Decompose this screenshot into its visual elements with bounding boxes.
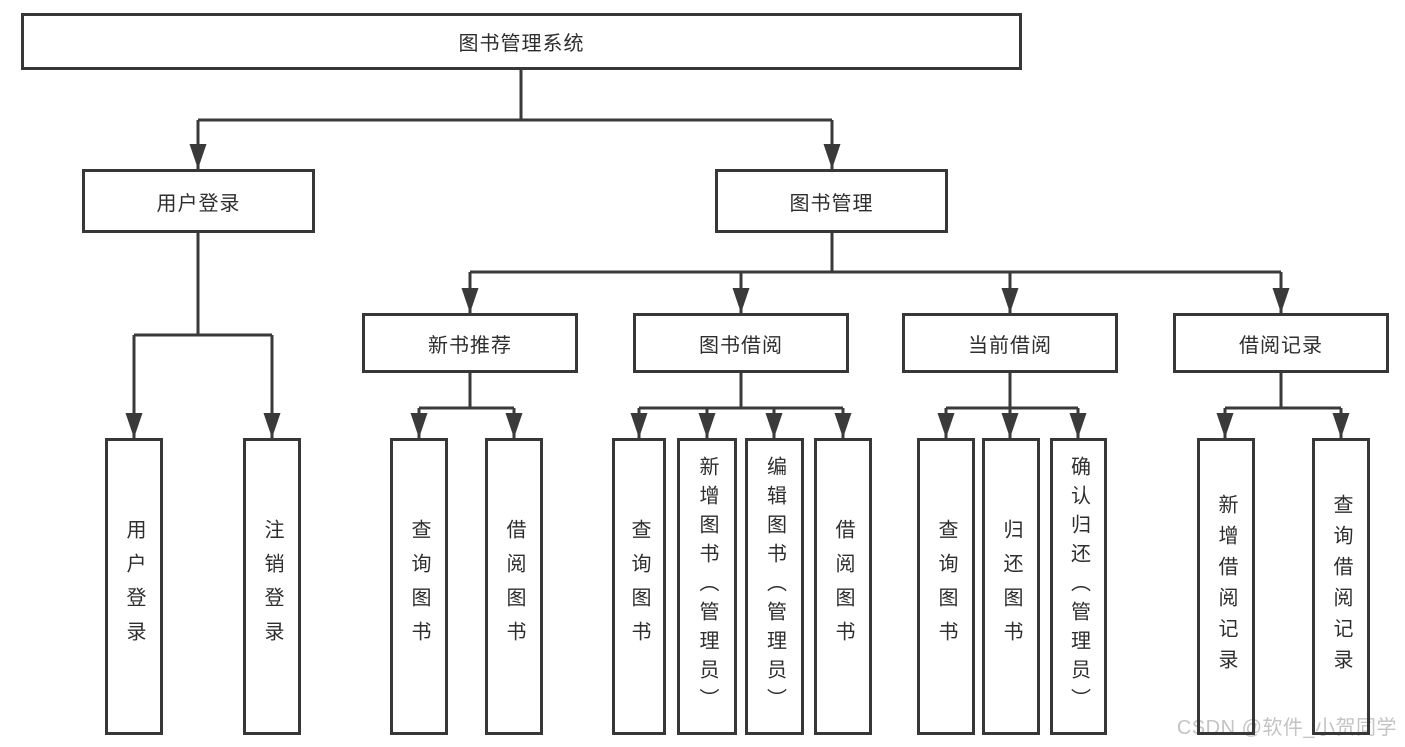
leaf-cb-return-books-label: 归还图书 (1000, 518, 1022, 655)
leaf-user-login-label: 用户登录 (123, 518, 145, 655)
leaf-cb-confirm-return-admin: 确认归还（管理员） (1050, 438, 1107, 735)
arrowhead-nbr-borrow (505, 413, 523, 438)
arrowhead-book-borrow (732, 288, 750, 313)
leaf-br-add-record-label: 新增借阅记录 (1215, 493, 1237, 680)
leaf-br-query-record-label: 查询借阅记录 (1330, 493, 1352, 680)
leaf-bb-borrow-books: 借阅图书 (814, 438, 872, 735)
connector-root-to-level2 (189, 69, 841, 169)
leaf-bb-add-books-admin: 新增图书（管理员） (677, 438, 737, 735)
connector-book-mgmt-to-level3 (461, 233, 1290, 313)
leaf-nbr-borrow-books: 借阅图书 (485, 438, 543, 735)
arrowhead-br-add (1216, 413, 1234, 438)
leaf-br-query-record: 查询借阅记录 (1312, 438, 1370, 735)
csdn-watermark: CSDN @软件_小贺同学 (1176, 717, 1397, 739)
node-current-borrow: 当前借阅 (902, 313, 1118, 373)
leaf-nbr-query-books-label: 查询图书 (408, 518, 430, 655)
arrowhead-bb-query (630, 413, 648, 438)
connector-current-borrow-to-leaves (937, 373, 1087, 438)
leaf-bb-add-books-admin-label: 新增图书（管理员） (696, 456, 718, 717)
node-current-borrow-label: 当前借阅 (968, 334, 1052, 357)
leaf-cb-query-books-label: 查询图书 (935, 518, 957, 655)
arrowhead-book-mgmt (823, 144, 841, 169)
leaf-logout-login: 注销登录 (243, 438, 301, 735)
node-book-management: 图书管理 (715, 169, 948, 233)
node-root-system: 图书管理系统 (21, 13, 1022, 70)
leaf-logout-login-label: 注销登录 (261, 518, 283, 655)
leaf-br-add-record: 新增借阅记录 (1197, 438, 1255, 735)
arrowhead-new-book-recommend (461, 288, 479, 313)
leaf-bb-query-books-label: 查询图书 (628, 518, 650, 655)
node-root-system-label: 图书管理系统 (458, 33, 585, 55)
node-book-borrow: 图书借阅 (633, 313, 849, 373)
leaf-bb-borrow-books-label: 借阅图书 (832, 518, 854, 655)
leaf-cb-return-books: 归还图书 (982, 438, 1040, 735)
leaf-bb-query-books: 查询图书 (612, 438, 666, 735)
connector-user-login-to-leaves (125, 233, 281, 438)
connector-book-borrow-to-leaves (630, 373, 852, 438)
arrowhead-current-borrow (1001, 288, 1019, 313)
leaf-bb-edit-books-admin: 编辑图书（管理员） (745, 438, 804, 735)
node-borrow-records: 借阅记录 (1173, 313, 1389, 373)
arrowhead-bb-borrow (834, 413, 852, 438)
arrowhead-cb-query (937, 413, 955, 438)
node-user-login: 用户登录 (82, 169, 315, 233)
node-user-login-label: 用户登录 (156, 192, 241, 215)
arrowhead-cb-confirm (1069, 413, 1087, 438)
leaf-user-login: 用户登录 (105, 438, 163, 735)
arrowhead-leaf-logout (263, 413, 281, 438)
node-borrow-records-label: 借阅记录 (1239, 334, 1323, 357)
leaf-nbr-borrow-books-label: 借阅图书 (503, 518, 525, 655)
node-new-book-recommend: 新书推荐 (362, 313, 578, 373)
node-book-management-label: 图书管理 (789, 192, 874, 215)
arrowhead-cb-return (1001, 413, 1019, 438)
arrowhead-user-login (189, 144, 207, 169)
arrowhead-br-query (1332, 413, 1350, 438)
leaf-cb-query-books: 查询图书 (917, 438, 975, 735)
connector-new-book-recommend-to-leaves (410, 373, 523, 438)
leaf-cb-confirm-return-admin-label: 确认归还（管理员） (1067, 456, 1090, 717)
leaf-bb-edit-books-admin-label: 编辑图书（管理员） (763, 456, 786, 717)
leaf-nbr-query-books: 查询图书 (390, 438, 448, 735)
arrowhead-leaf-user-login (125, 413, 143, 438)
node-book-borrow-label: 图书借阅 (699, 334, 783, 357)
arrowhead-borrow-records (1272, 288, 1290, 313)
arrowhead-bb-edit (765, 413, 783, 438)
arrowhead-nbr-query (410, 413, 428, 438)
connector-borrow-records-to-leaves (1216, 373, 1350, 438)
arrowhead-bb-add (698, 413, 716, 438)
node-new-book-recommend-label: 新书推荐 (428, 334, 512, 357)
